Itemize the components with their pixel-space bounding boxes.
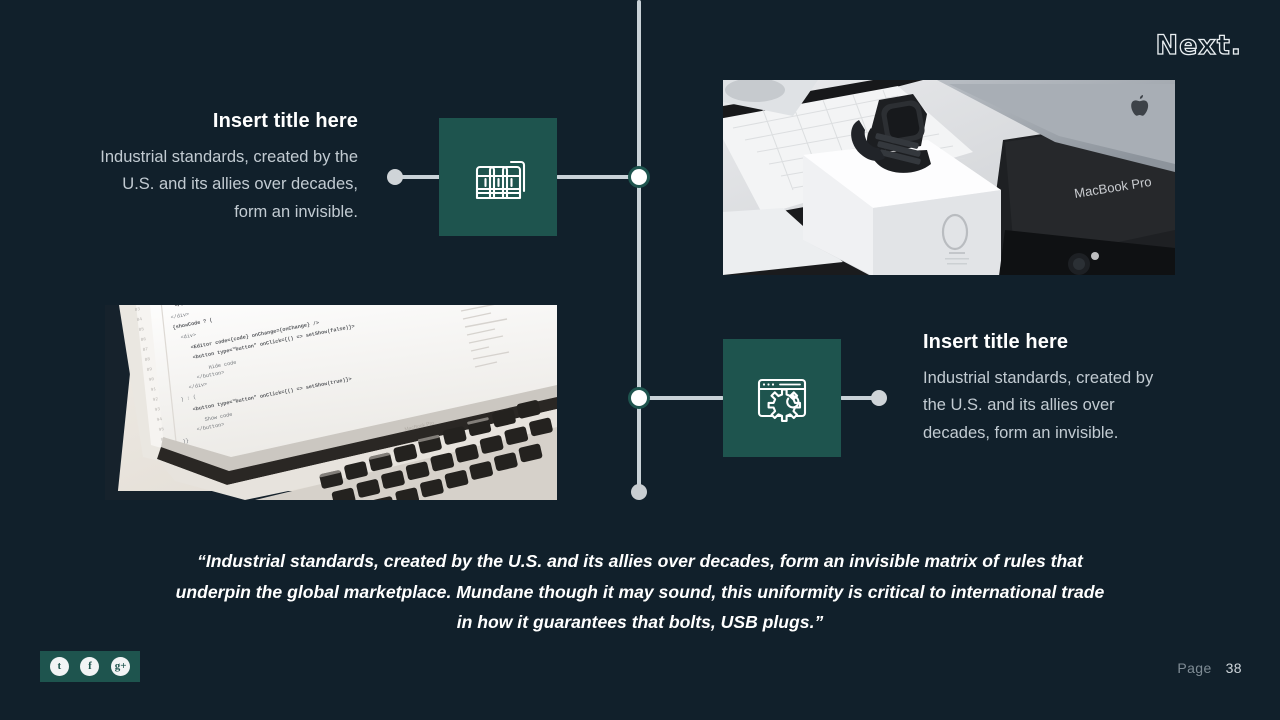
svg-text:83: 83 (134, 307, 140, 313)
svg-text:</div>: </div> (170, 312, 189, 321)
svg-text:90: 90 (148, 377, 154, 383)
svg-text:Hide code: Hide code (208, 360, 237, 371)
svg-text:84: 84 (136, 317, 142, 323)
svg-text:) : (: ) : ( (180, 394, 196, 403)
svg-text:95: 95 (158, 427, 164, 433)
icon-box-2[interactable] (723, 339, 841, 457)
books-icon (467, 146, 529, 208)
timeline-node-2[interactable] (628, 387, 650, 409)
tumblr-icon[interactable]: t (49, 657, 69, 676)
endpoint-dot-left (387, 169, 403, 185)
facebook-icon[interactable]: f (80, 657, 100, 676)
endpoint-dot-right (871, 390, 887, 406)
quote-text: “Industrial standards, created by the U.… (175, 551, 1105, 633)
item-title-2: Insert title here (923, 331, 1069, 353)
connector-line-left-outer (394, 175, 442, 179)
svg-text:93: 93 (154, 407, 160, 413)
svg-text:</button>: </button> (196, 370, 225, 381)
svg-text:87: 87 (142, 347, 148, 353)
apple-watch-macbook-photo: MacBook Pro (723, 80, 1175, 275)
laptop-code-photo: 83 84 85 86 87 88 89 90 91 92 93 94 95 9… (105, 305, 557, 500)
text-block-right: Insert title here Industrial standards, … (923, 331, 1167, 447)
svg-text:</button>: </button> (196, 422, 225, 433)
brand-logo: Next. (1155, 29, 1242, 61)
svg-text:89: 89 (146, 367, 152, 373)
page-indicator: Page 38 (1177, 660, 1242, 676)
svg-text:)}: )} (182, 438, 189, 445)
svg-text:94: 94 (156, 417, 162, 423)
icon-box-1[interactable] (439, 118, 557, 236)
svg-text:Show code: Show code (204, 412, 233, 423)
timeline-endcap (631, 484, 647, 500)
svg-text:<div>: <div> (180, 332, 196, 341)
timeline-node-1[interactable] (628, 166, 650, 188)
timeline-vertical-line (637, 0, 641, 495)
svg-text:92: 92 (152, 397, 158, 403)
item-body-2: Industrial standards, created by the U.S… (923, 369, 1154, 442)
item-body-1: Industrial standards, created by the U.S… (100, 148, 358, 221)
page-number: 38 (1225, 660, 1242, 676)
browser-settings-icon (751, 367, 813, 429)
svg-text:86: 86 (140, 337, 146, 343)
social-bar: t f g+ (40, 651, 140, 682)
item-title-1: Insert title here (212, 110, 358, 132)
connector-line-right-inner (640, 396, 724, 400)
connector-line-right-outer (840, 396, 880, 400)
svg-text:88: 88 (144, 357, 150, 363)
text-block-left: Insert title here Industrial standards, … (100, 110, 358, 226)
connector-line-left-inner (556, 175, 640, 179)
page-label: Page (1177, 660, 1212, 676)
svg-text:85: 85 (138, 327, 144, 333)
svg-text:91: 91 (150, 387, 156, 393)
svg-text:</div>: </div> (188, 382, 207, 391)
googleplus-icon[interactable]: g+ (111, 657, 131, 676)
